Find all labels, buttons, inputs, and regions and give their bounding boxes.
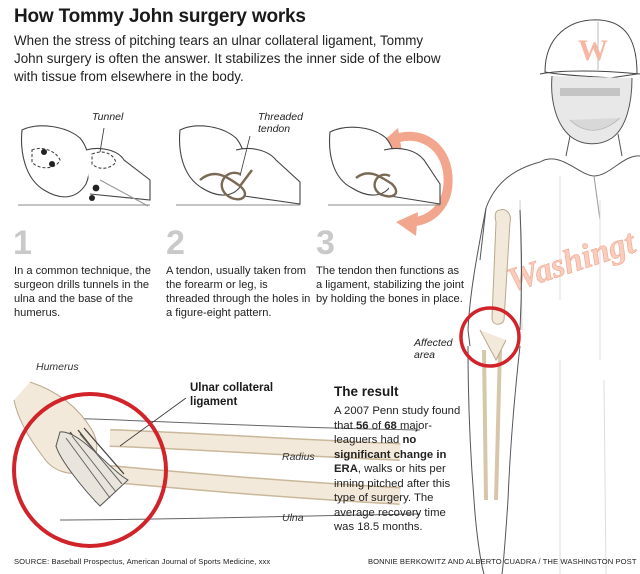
jersey-lettering: Washingt — [503, 223, 640, 299]
result-text: A 2007 Penn study found that 56 of 68 ma… — [334, 405, 461, 533]
ligament-label: Ulnar collateral ligament — [190, 382, 274, 408]
player-illustration: W Washingt — [467, 19, 640, 574]
step-3-text: The tendon then functions as a ligament,… — [316, 265, 464, 305]
step-1-number: 1 — [13, 224, 32, 262]
step-2-text: A tendon, usually taken from the forearm… — [166, 265, 311, 319]
result-heading: The result — [334, 384, 399, 399]
step-1-illustration — [18, 125, 151, 207]
step-3-number: 3 — [316, 224, 335, 262]
result-stat-b: 68 — [384, 419, 397, 432]
intro-text: When the stress of pitching tears an uln… — [14, 33, 441, 84]
affected-area-circle — [459, 306, 521, 368]
elbow-detail-circle — [12, 392, 168, 548]
credit-line: BONNIE BERKOWITZ AND ALBERTO CUADRA / TH… — [368, 557, 637, 566]
step-1-label: Tunnel — [92, 111, 124, 123]
humerus-label: Humerus — [36, 361, 79, 373]
step-2-label: Threaded tendon — [258, 111, 303, 135]
cap-logo: W — [578, 34, 608, 67]
result-stat-a: 56 — [355, 419, 369, 432]
step-1-text: In a common technique, the surgeon drill… — [14, 265, 151, 319]
radius-label: Radius — [282, 451, 315, 463]
page-title: How Tommy John surgery works — [14, 6, 306, 27]
affected-area-label: Affected area — [414, 337, 453, 361]
step-2-illustration — [176, 125, 301, 206]
ulna-label: Ulna — [282, 512, 304, 524]
elbow-detail-illustration — [13, 381, 421, 521]
source-line: SOURCE: Baseball Prospectus, American Jo… — [14, 557, 271, 566]
step-2-number: 2 — [166, 224, 185, 262]
step-3-illustration — [328, 126, 453, 236]
result-emphasis: no significant change in ERA — [334, 434, 447, 475]
